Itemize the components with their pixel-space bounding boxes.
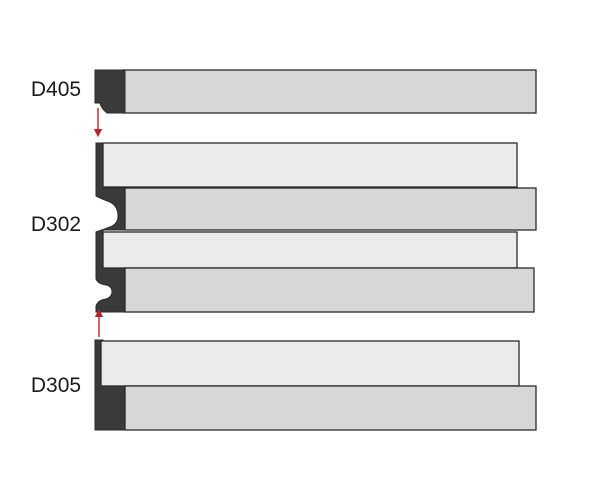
- d302-board-1: [102, 142, 518, 188]
- d302-board-3: [102, 231, 518, 269]
- group-d405: [94, 69, 537, 114]
- d302-edge-profile: [95, 142, 126, 313]
- d305-board-1: [100, 340, 520, 387]
- group-d305: [94, 339, 537, 431]
- label-d405: D405: [31, 78, 81, 101]
- d305-board-2: [124, 385, 537, 431]
- d405-edge-profile: [94, 69, 126, 114]
- label-d302: D302: [31, 213, 81, 236]
- d405-board: [122, 69, 537, 114]
- label-d305: D305: [31, 374, 81, 397]
- d302-board-4: [124, 267, 535, 313]
- d302-board-2: [124, 187, 537, 231]
- group-d302: [95, 142, 537, 313]
